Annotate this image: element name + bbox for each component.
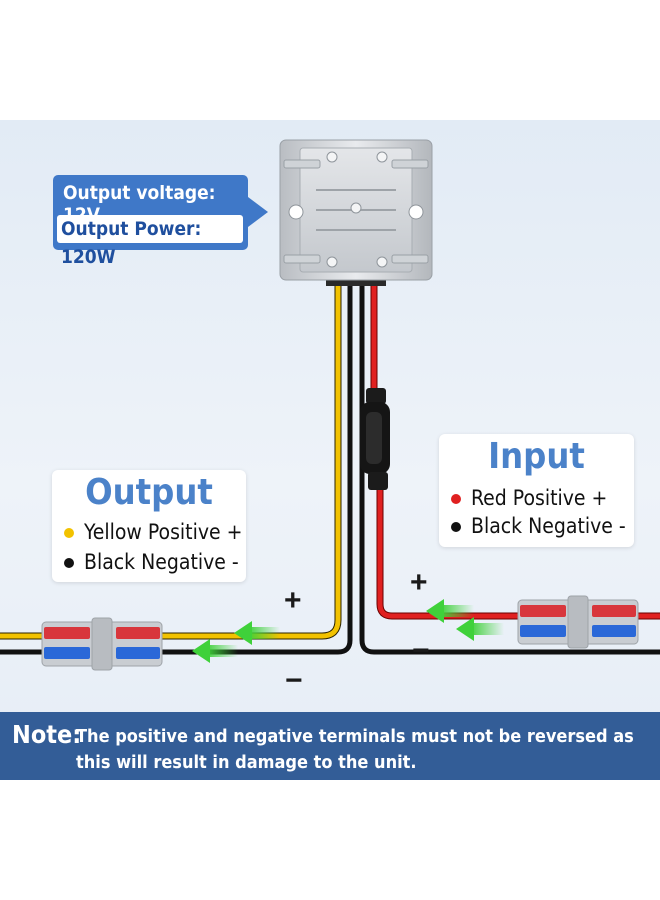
output-power-label: Output Power: 120W	[57, 215, 243, 268]
input-minus-sign: −	[412, 634, 430, 667]
red-dot-icon	[451, 494, 461, 504]
input-flow-arrow-lower	[456, 617, 504, 641]
spec-callout-pointer	[248, 197, 268, 227]
input-negative-wire	[359, 285, 660, 655]
black-dot-icon	[64, 558, 74, 568]
output-legend: Output Yellow Positive + Black Negative …	[52, 470, 246, 582]
input-legend: Input Red Positive + Black Negative -	[439, 434, 634, 547]
output-minus-sign: −	[285, 664, 303, 697]
input-wire-connector	[517, 595, 639, 649]
output-legend-title: Output	[85, 472, 213, 513]
input-legend-row-positive: Red Positive +	[451, 486, 607, 510]
input-legend-title: Input	[488, 436, 585, 477]
yellow-dot-icon	[64, 528, 74, 538]
dc-converter-module	[279, 139, 433, 286]
note-text: The positive and negative terminals must…	[76, 726, 634, 773]
output-plus-sign: +	[284, 584, 302, 617]
spec-callout: Output voltage: 12V Output Power: 120W	[53, 175, 248, 268]
output-legend-row-positive: Yellow Positive +	[64, 520, 242, 544]
output-flow-arrow-lower	[192, 639, 238, 663]
warning-note-bar: Note: The positive and negative terminal…	[0, 712, 660, 780]
input-flow-arrow-upper	[426, 599, 474, 623]
input-legend-row-negative: Black Negative -	[451, 514, 626, 538]
output-legend-row-negative: Black Negative -	[64, 550, 239, 574]
note-label: Note:	[12, 720, 82, 749]
input-plus-sign: +	[410, 566, 428, 599]
output-wire-connector	[41, 617, 163, 671]
inline-fuse-holder	[360, 388, 390, 490]
output-negative-wire	[0, 285, 353, 655]
output-flow-arrow-upper	[234, 621, 280, 645]
black-dot-icon	[451, 522, 461, 532]
